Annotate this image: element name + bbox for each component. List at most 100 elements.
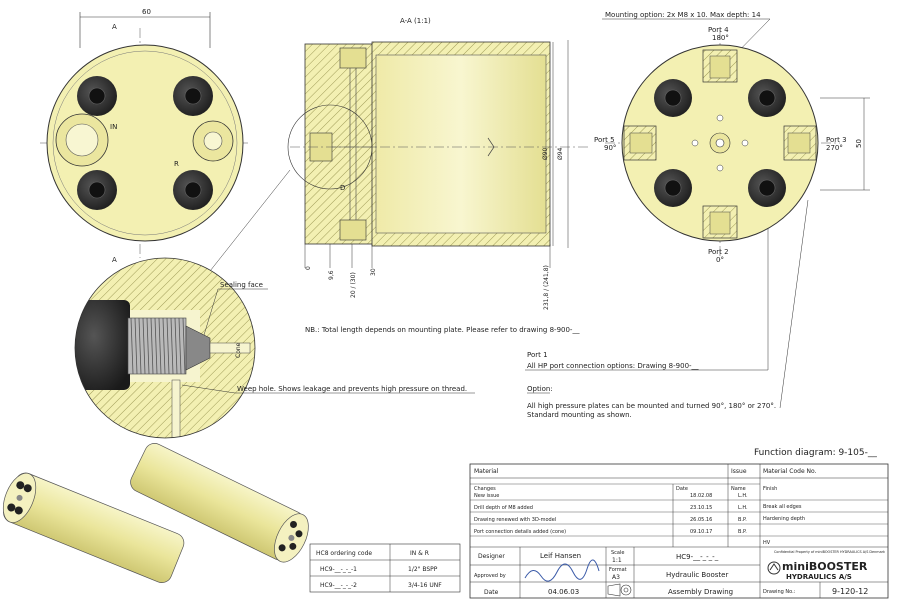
- changes-label: Changes: [474, 486, 496, 492]
- isometric-views: [2, 443, 309, 583]
- thread-line: [154, 317, 158, 375]
- change-date: 18.02.08: [690, 493, 712, 499]
- port-3-label: Port 3: [826, 136, 847, 144]
- confidential-note: Confidential Property of miniBOOSTER HYD…: [774, 550, 885, 554]
- drawing-type: Assembly Drawing: [668, 588, 733, 596]
- weep-hole-note: Weep hole. Shows leakage and prevents hi…: [237, 385, 467, 393]
- ordering-header-code: HC8 ordering code: [316, 550, 372, 557]
- mounting-option-note: Mounting option: 2x M8 x 10. Max depth: …: [605, 11, 761, 19]
- section-title: A-A (1:1): [400, 17, 431, 25]
- option-line-2: Standard mounting as shown.: [527, 411, 632, 419]
- dim-dia-94: Ø94: [557, 147, 564, 160]
- ordering-row-code: HC9-__-_-_-2: [320, 582, 357, 589]
- port1-title: Port 1: [527, 351, 548, 359]
- dim-231: 231,8 / (241,8): [543, 265, 550, 310]
- section-view-aa: A-A (1:1) D 0 9,6 20 / (30) 30 231,8 / (…: [287, 17, 590, 310]
- dim-9-6: 9,6: [328, 270, 335, 280]
- designer-name: Leif Hansen: [540, 552, 581, 560]
- port-3-angle: 270°: [826, 144, 843, 152]
- change-name: L.H.: [738, 505, 748, 511]
- option-title: Option:: [527, 385, 553, 393]
- front-view-left: 60 A A IN R: [40, 8, 250, 264]
- change-name: B.P.: [738, 529, 747, 535]
- dim-50: 50: [855, 139, 863, 148]
- change-date: 09.10.17: [690, 529, 712, 535]
- thread-line: [134, 317, 138, 375]
- thread-line: [174, 317, 178, 375]
- projection-symbol-icon: [607, 583, 632, 597]
- section-marker-a-bottom: A: [112, 256, 117, 264]
- thread-line: [158, 317, 162, 375]
- dim-30: 30: [370, 268, 377, 276]
- thread-line: [178, 317, 182, 375]
- format-value: A3: [612, 574, 620, 581]
- port-4-label: Port 4: [708, 26, 729, 34]
- port1-text: All HP port connection options: Drawing …: [527, 362, 699, 370]
- drawing-no-label: Drawing No.:: [763, 589, 796, 595]
- date-field-label: Date: [484, 589, 499, 596]
- dim-dia-90: Ø90: [542, 147, 549, 160]
- part-code: HC9-__-_-_-_: [676, 553, 719, 561]
- company-sub: HYDRAULICS A/S: [786, 573, 852, 581]
- material-label: Material: [474, 468, 499, 475]
- cone-label: Cone: [235, 342, 242, 358]
- port-4-angle: 180°: [712, 34, 729, 42]
- approved-label: Approved by: [474, 573, 506, 579]
- port-5-angle: 90°: [604, 144, 616, 152]
- finish-label: Finish: [763, 486, 777, 492]
- drawing-no: 9-120-12: [832, 587, 868, 596]
- title-block: Material Issue Material Code No. Changes…: [469, 463, 889, 599]
- designer-label: Designer: [478, 553, 505, 560]
- thread-line: [142, 317, 146, 375]
- ordering-row-thread: 3/4-16 UNF: [408, 582, 442, 589]
- ordering-row-code: HC9-__-_-_-1: [320, 566, 357, 573]
- section-marker-a-top: A: [112, 23, 117, 31]
- thread-line: [162, 317, 166, 375]
- ordering-row-thread: 1/2" BSPP: [408, 566, 438, 573]
- notes: NB.: Total length depends on mounting pl…: [305, 199, 877, 458]
- nb-note: NB.: Total length depends on mounting pl…: [305, 326, 580, 334]
- thread-line: [170, 317, 174, 375]
- ordering-table: HC8 ordering code IN & R HC9-__-_-_-1 1/…: [309, 543, 461, 593]
- change-text: Drill depth of M8 added: [474, 505, 533, 511]
- date-label: Date: [676, 486, 688, 492]
- thread-line: [166, 317, 170, 375]
- issue-label: Issue: [731, 468, 747, 475]
- port-5-label: Port 5: [594, 136, 615, 144]
- label-r: R: [174, 160, 179, 168]
- thread-line: [146, 317, 150, 375]
- thread-line: [150, 317, 154, 375]
- signature: [524, 559, 600, 582]
- date-value: 04.06.03: [548, 588, 579, 596]
- dim-0: 0: [305, 266, 312, 270]
- end-view-right: Mounting option: 2x M8 x 10. Max depth: …: [594, 11, 870, 264]
- thread-fitting: [127, 317, 187, 375]
- option-line-1: All high pressure plates can be mounted …: [527, 402, 776, 410]
- scale-label: Scale: [611, 550, 624, 556]
- port-2-label: Port 2: [708, 248, 729, 256]
- hv-label: HV: [763, 540, 771, 546]
- format-label: Format: [609, 567, 627, 573]
- company-logo: miniBOOSTER HYDRAULICS A/S: [767, 560, 868, 581]
- change-name: L.H.: [738, 493, 748, 499]
- change-text: New issue: [474, 493, 499, 499]
- company-name: miniBOOSTER: [782, 560, 868, 573]
- material-code-label: Material Code No.: [763, 468, 817, 475]
- change-date: 26.05.16: [690, 517, 712, 523]
- label-d: D: [340, 184, 345, 192]
- detail-view: Sealing face Cone Weep hole. Shows leaka…: [74, 169, 475, 439]
- name-label: Name: [731, 486, 746, 492]
- change-text: Drawing renewed with 3D-model: [474, 517, 556, 523]
- change-date: 23.10.15: [690, 505, 712, 511]
- change-name: B.P.: [738, 517, 747, 523]
- sealing-face-label: Sealing face: [220, 281, 263, 289]
- function-diagram-ref: Function diagram: 9-105-__: [754, 448, 877, 458]
- dim-60: 60: [142, 8, 151, 16]
- port-2-angle: 0°: [716, 256, 724, 264]
- thread-line: [130, 317, 134, 375]
- label-in: IN: [110, 123, 117, 131]
- hardening-depth: Hardening depth: [763, 516, 805, 522]
- thread-line: [182, 317, 186, 375]
